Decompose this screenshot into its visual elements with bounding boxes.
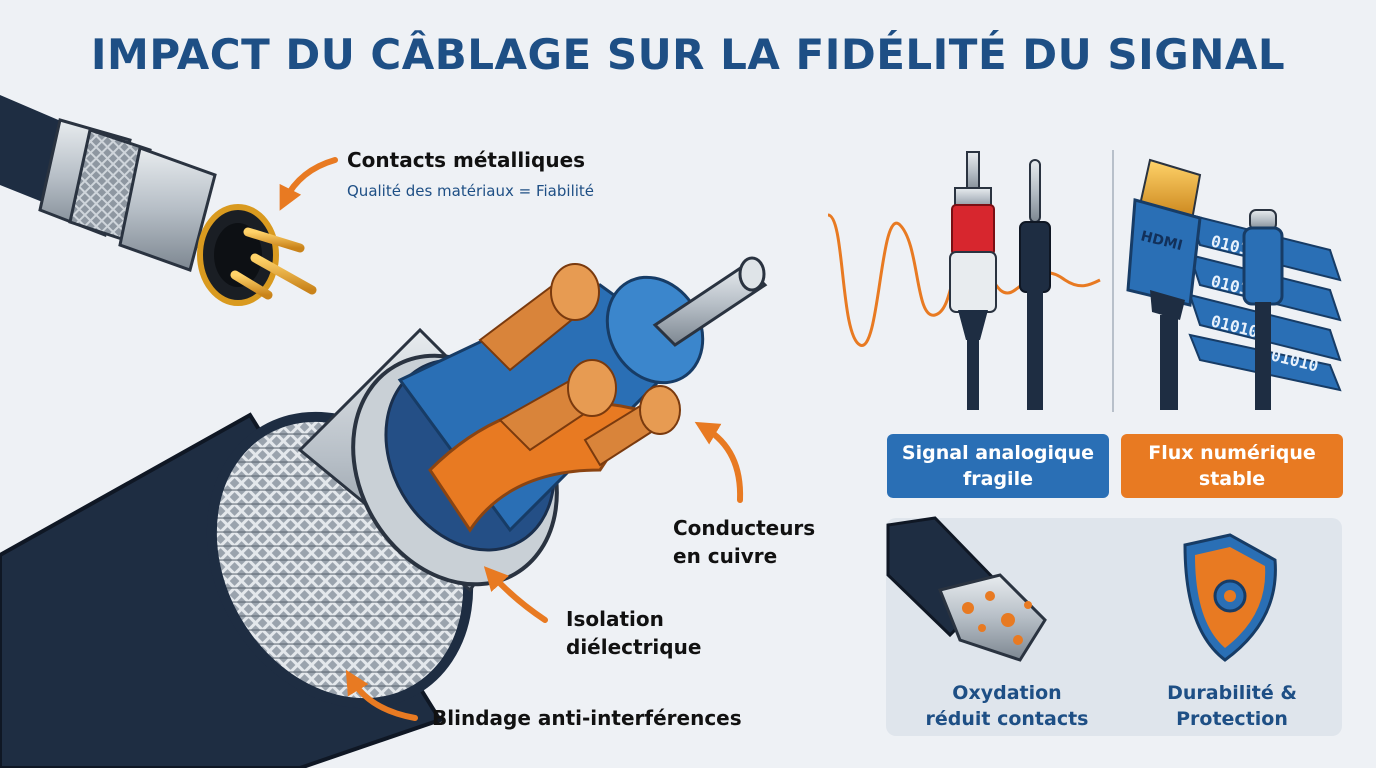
conducteurs-line2: en cuivre <box>673 544 778 568</box>
analog-line1: Signal analogique <box>901 442 1095 464</box>
conducteurs-label: Conducteurs en cuivre <box>673 514 815 570</box>
oxidation-label: Oxydation réduit contacts <box>907 680 1107 732</box>
digital-badge: Flux numérique stable <box>1121 434 1343 498</box>
page-title: IMPACT DU CÂBLAGE SUR LA FIDÉLITÉ DU SIG… <box>90 30 1286 79</box>
usb-c-plug-icon <box>1242 209 1284 410</box>
contacts-label: Contacts métalliques <box>347 148 586 172</box>
oxidation-line2: réduit contacts <box>925 708 1089 730</box>
shield-gear-icon <box>1183 533 1277 662</box>
isolation-line2: diélectrique <box>566 635 702 659</box>
analog-badge: Signal analogique fragile <box>887 434 1109 498</box>
durability-label: Durabilité & Protection <box>1132 680 1332 732</box>
rca-plug-icon <box>949 151 997 410</box>
digital-line1: Flux numérique <box>1148 442 1316 464</box>
digital-line2: stable <box>1198 468 1266 490</box>
durability-line2: Protection <box>1176 708 1288 730</box>
oxidized-connector-icon <box>886 516 1047 662</box>
conducteurs-line1: Conducteurs <box>673 516 816 540</box>
isolation-label: Isolation diélectrique <box>566 605 701 661</box>
analog-line2: fragile <box>963 468 1033 490</box>
coaxial-cable-cutaway <box>0 256 768 768</box>
callout-arrows <box>279 157 744 721</box>
isolation-line1: Isolation <box>566 607 664 631</box>
oxidation-line1: Oxydation <box>952 682 1062 704</box>
audio-jack-icon <box>1019 159 1051 410</box>
hdmi-plug-icon: HDMI <box>1126 158 1202 410</box>
connector-plug-icon <box>0 95 317 306</box>
blindage-label: Blindage anti-interférences <box>432 706 742 730</box>
durability-line1: Durabilité & <box>1167 682 1297 704</box>
contacts-sublabel: Qualité des matériaux = Fiabilité <box>347 182 595 200</box>
